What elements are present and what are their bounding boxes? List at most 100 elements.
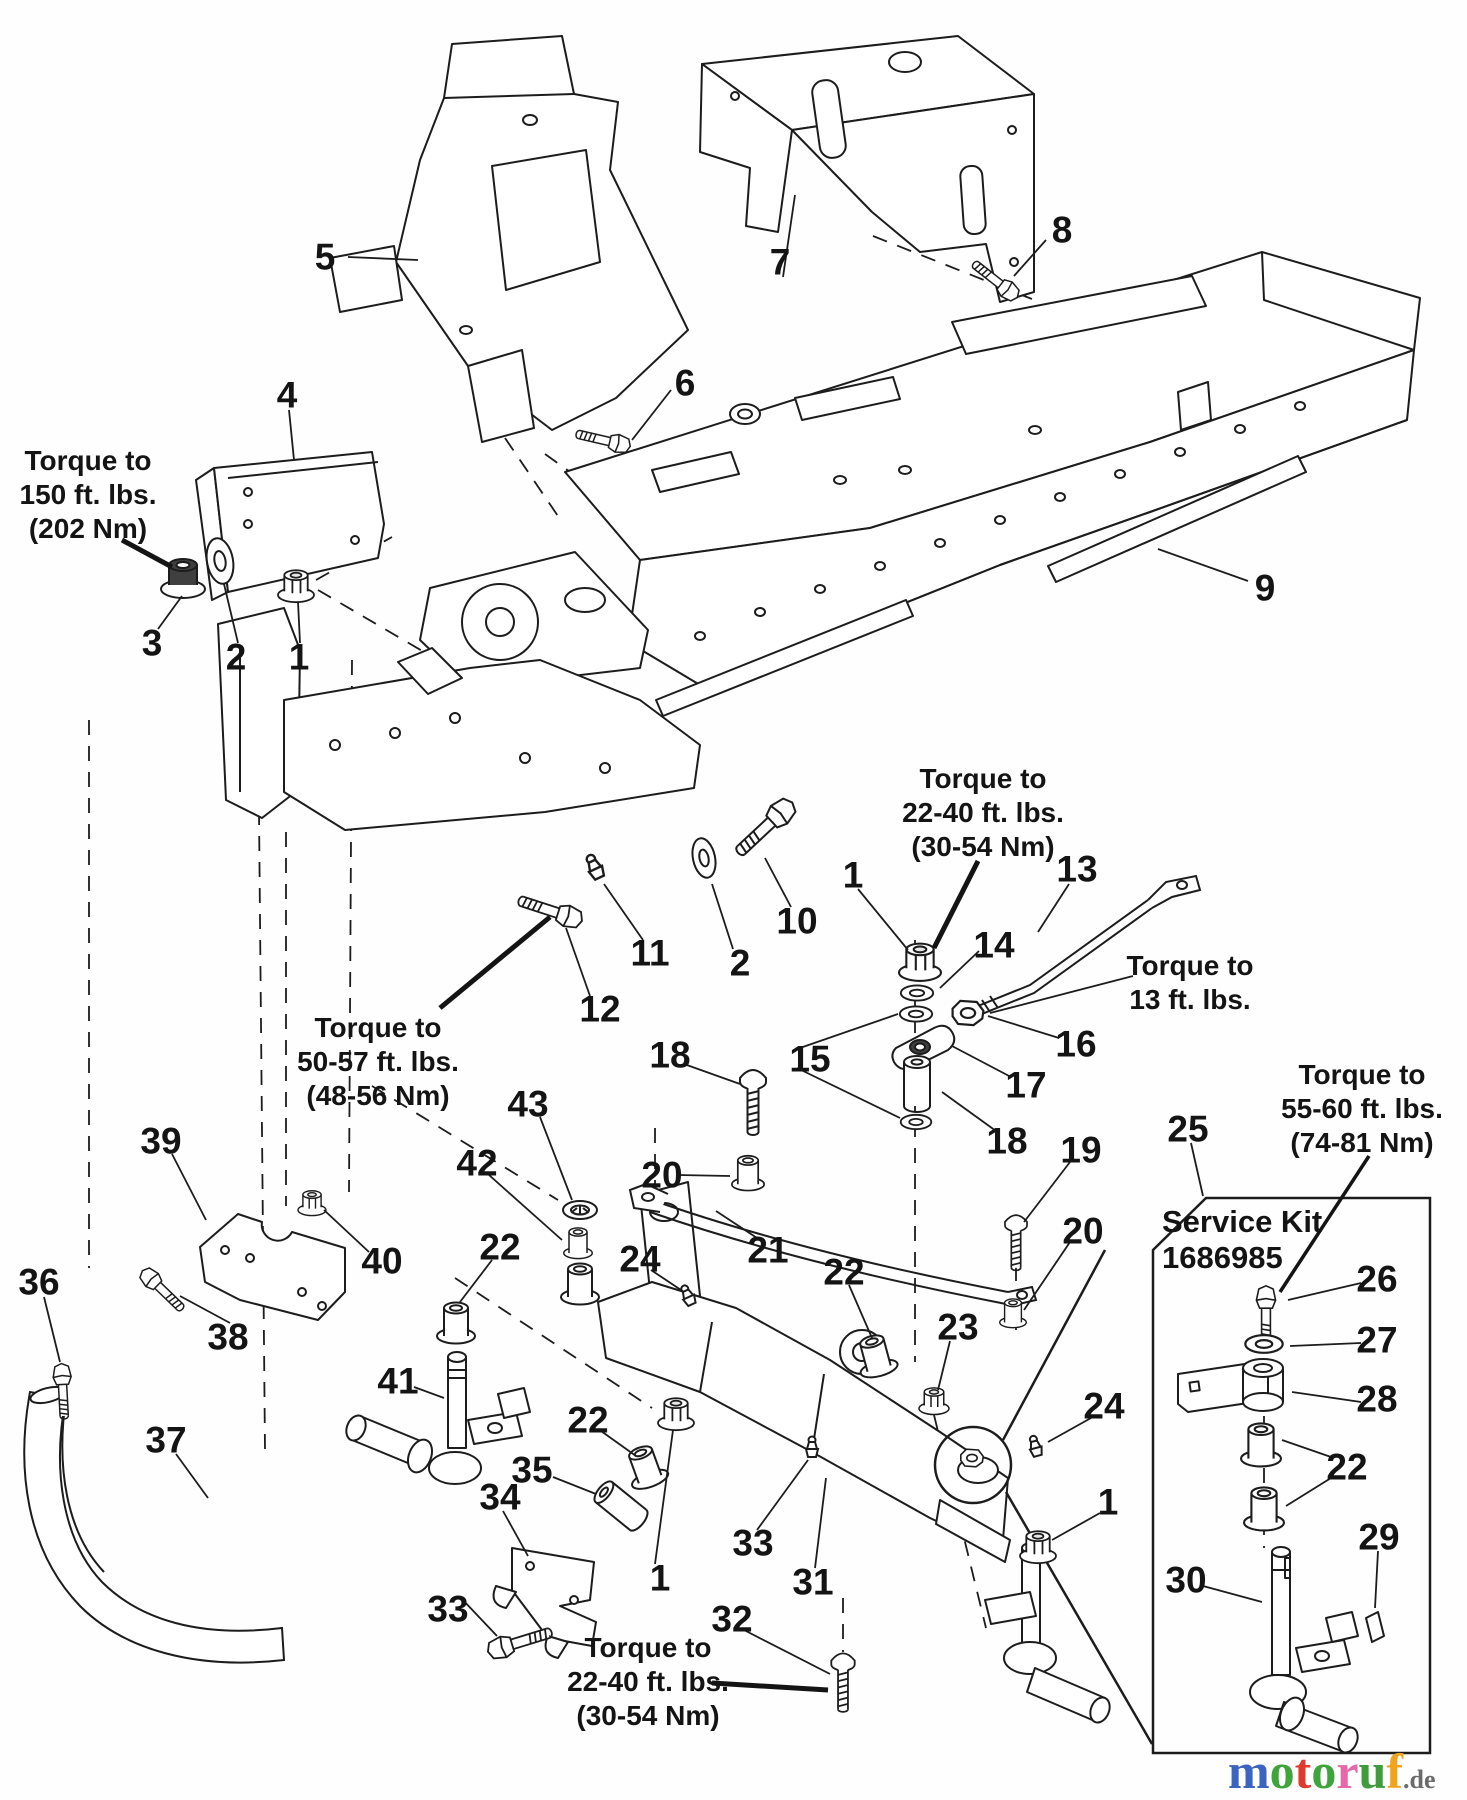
right-spindle xyxy=(984,1542,1111,1724)
part-number-label: 26 xyxy=(1356,1259,1397,1300)
part-number-label: 11 xyxy=(630,933,669,974)
logo-letter: o xyxy=(1270,1743,1295,1799)
console-bracket xyxy=(329,35,689,443)
part-number-label: 15 xyxy=(789,1039,830,1080)
part-number-label: 39 xyxy=(140,1121,181,1162)
part-number-label: 22 xyxy=(567,1400,608,1441)
part-number-label: 7 xyxy=(770,242,791,283)
part-number-label: 40 xyxy=(361,1241,402,1282)
part-number-label: 4 xyxy=(277,375,298,416)
bumper-plate xyxy=(199,1213,346,1321)
logo-suffix: .de xyxy=(1403,1765,1436,1794)
part-number-label: 22 xyxy=(1326,1447,1367,1488)
part-number-label: 1 xyxy=(289,637,310,678)
front-frame-hanger xyxy=(217,607,701,831)
part-number-label: 17 xyxy=(1005,1065,1046,1106)
part-number-label: 1 xyxy=(650,1558,671,1599)
service-kit-callout-circle xyxy=(933,1425,1013,1505)
drag-link xyxy=(965,874,1202,1021)
part-number-label: 12 xyxy=(579,989,620,1030)
part-number-label: 24 xyxy=(1083,1386,1125,1427)
service-kit-box xyxy=(1151,1196,1432,1755)
part-number-label: 1 xyxy=(843,855,864,896)
kit-spindle xyxy=(1249,1546,1359,1754)
part-number-label: 3 xyxy=(142,623,163,664)
front-axle-assembly xyxy=(597,1181,1011,1563)
service-kit-number: 1686985 xyxy=(1162,1240,1283,1275)
part-number-label: 2 xyxy=(226,637,247,678)
part-number-label: 43 xyxy=(507,1084,548,1125)
logo-letter: u xyxy=(1359,1743,1387,1799)
part-number-label: 35 xyxy=(511,1450,552,1491)
logo-letter: f xyxy=(1386,1743,1404,1799)
part-number-label: 38 xyxy=(207,1317,248,1358)
part-number-label: 31 xyxy=(792,1562,833,1603)
part-number-label: 33 xyxy=(732,1523,773,1564)
part-number-label: 20 xyxy=(1062,1211,1103,1252)
part-number-label: 36 xyxy=(18,1262,59,1303)
part-number-label: 33 xyxy=(427,1589,468,1630)
part-number-label: 18 xyxy=(649,1035,690,1076)
part-number-label: 41 xyxy=(377,1361,418,1402)
part-number-label: 24 xyxy=(619,1239,661,1280)
part-number-label: 18 xyxy=(986,1121,1027,1162)
logo-letter: o xyxy=(1311,1743,1336,1799)
logo-letter: m xyxy=(1228,1743,1270,1799)
hardware xyxy=(51,255,1057,1713)
part-number-label: 22 xyxy=(479,1227,520,1268)
part-number-label: 8 xyxy=(1052,210,1073,251)
service-kit-parts xyxy=(1177,1285,1385,1754)
part-number-label: 20 xyxy=(641,1155,682,1196)
service-kit-title: Service Kit xyxy=(1162,1204,1322,1239)
steering-arm xyxy=(1177,1358,1284,1413)
part-number-label: 28 xyxy=(1356,1379,1397,1420)
part-number-label: 13 xyxy=(1056,849,1097,890)
washer-large xyxy=(205,537,235,585)
washer-2b xyxy=(691,837,717,879)
frame-support-rail xyxy=(1047,455,1307,583)
part-number-label: 10 xyxy=(776,901,817,942)
part-number-label: 42 xyxy=(456,1143,497,1184)
logo-letter: r xyxy=(1336,1743,1358,1799)
torque-arrows xyxy=(120,537,1371,1693)
axle-stop-bracket xyxy=(492,1547,597,1659)
part-number-label: 9 xyxy=(1255,568,1276,609)
steering-plate-cluster xyxy=(419,551,663,757)
woodruff-key xyxy=(1365,1611,1385,1643)
part-number-label: 32 xyxy=(711,1599,752,1640)
leader-lines xyxy=(43,194,1379,1675)
part-number-label: 2 xyxy=(730,943,751,984)
frame-support-rail xyxy=(655,599,914,717)
part-number-label: 6 xyxy=(675,363,696,404)
part-number-label: 34 xyxy=(479,1477,521,1518)
left-spindle xyxy=(345,1351,531,1485)
motoruf-logo[interactable]: motoruf.de xyxy=(1228,1743,1435,1799)
part-number-label: 21 xyxy=(747,1230,788,1271)
part-number-label: 5 xyxy=(315,237,336,278)
part-number-label: 25 xyxy=(1167,1109,1208,1150)
part-number-label: 27 xyxy=(1356,1320,1397,1361)
part-number-label: 30 xyxy=(1165,1560,1206,1601)
part-number-label: 14 xyxy=(973,925,1015,966)
axle-support-rod xyxy=(628,1182,1038,1307)
part-number-label: 37 xyxy=(145,1420,186,1461)
part-number-label: 22 xyxy=(823,1252,864,1293)
support-bracket xyxy=(699,35,1035,303)
logo-letter: t xyxy=(1295,1743,1312,1799)
frame-holes xyxy=(694,401,1306,641)
part-number-label: 16 xyxy=(1055,1024,1096,1065)
main-frame xyxy=(217,251,1421,831)
part-number-label: 19 xyxy=(1060,1130,1101,1171)
part-number-label: 1 xyxy=(1098,1482,1119,1523)
part-number-label: 23 xyxy=(937,1307,978,1348)
